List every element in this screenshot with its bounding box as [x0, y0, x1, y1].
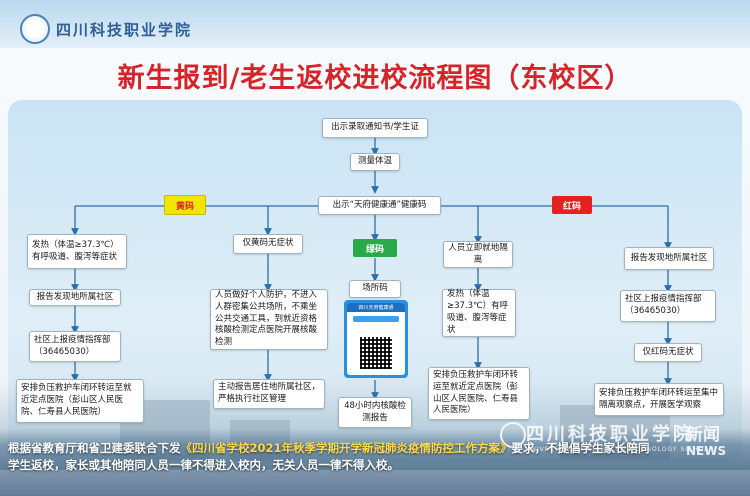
- school-watermark: 四川科技职业学院 UNIVERSITY OF SCIENCE&TECHNOLOG…: [500, 420, 745, 476]
- school-seal-icon: [20, 14, 50, 44]
- red-immediate-isolation: 人员立即就地隔离: [443, 241, 513, 268]
- yellow-report-residence: 主动报告居住地所属社区，严格执行社区管理: [213, 379, 325, 409]
- footer-document-title: 《四川省学校2021年秋季学期开学新冠肺炎疫情防控工作方案》: [180, 441, 512, 455]
- step-show-admission: 出示录取通知书/学生证: [322, 118, 428, 138]
- footer-band: [0, 428, 750, 496]
- venue-qr-card: 四川天府健康通: [344, 300, 408, 378]
- yellow-community-report-hq: 社区上报疫情指挥部（36465030）: [29, 331, 121, 362]
- red-ambulance-quarantine: 安排负压救护车闭环转运至集中隔离观察点，开展医学观察: [594, 383, 724, 416]
- green-code-tag: 绿码: [353, 239, 397, 257]
- qr-header-text: 四川天府健康通: [358, 305, 394, 311]
- page-title: 新生报到/老生返校进校流程图（东校区）: [117, 63, 633, 94]
- yellow-ambulance-transfer: 安排负压救护车闭环转运至就近定点医院（彭山区人民医院、仁寿县人民医院）: [16, 379, 144, 423]
- yellow-self-protection: 人员做好个人防护，不进入人群密集公共场所，不乘坐公共交通工具，到就近资格核酸检测…: [210, 289, 328, 350]
- watermark-news: 新闻: [686, 425, 720, 445]
- red-report-community: 报告发现地所属社区: [624, 247, 714, 270]
- footer-line1-suffix: 要求，不提倡学生家长陪同: [511, 441, 650, 455]
- green-venue-code-label: 场所码: [349, 280, 401, 298]
- yellow-no-symptom: 仅黄码无症状: [233, 234, 303, 254]
- watermark-seal-icon: [500, 422, 526, 448]
- red-no-symptom: 仅红码无症状: [634, 343, 702, 362]
- footer-line2: 学生返校，家长或其他陪同人员一律不得进入校内，无关人员一律不得入校。: [8, 457, 399, 472]
- red-code-tag: 红码: [552, 196, 592, 214]
- watermark-name: 四川科技职业学院: [526, 424, 694, 445]
- footer-notice: 根据省教育厅和省卫建委联合下发《四川省学校2021年秋季学期开学新冠肺炎疫情防控…: [8, 440, 744, 473]
- header-band: [0, 0, 750, 48]
- step-health-code: 出示“天府健康通”健康码: [318, 196, 441, 215]
- watermark-english: UNIVERSITY OF SCIENCE&TECHNOLOGY SICHUAN: [526, 446, 715, 453]
- yellow-report-community: 报告发现地所属社区: [29, 289, 121, 306]
- red-fever-symptoms: 发热（体温≥37.3℃）有呼吸道、腹泻等症状: [442, 289, 516, 337]
- yellow-code-tag: 黄码: [164, 195, 206, 215]
- school-logo-name: 四川科技职业学院: [56, 20, 193, 39]
- red-community-report-hq: 社区上报疫情指挥部（36465030）: [620, 290, 716, 322]
- red-ambulance-transfer: 安排负压救护车闭环转运至就近定点医院（彭山区人民医院、仁寿县人民医院）: [428, 367, 530, 420]
- yellow-fever-symptoms: 发热（体温≥37.3℃）有呼吸道、腹泻等症状: [27, 234, 127, 269]
- school-logo: 四川科技职业学院: [20, 14, 192, 44]
- footer-line1-prefix: 根据省教育厅和省卫建委联合下发: [8, 441, 181, 455]
- qr-code-icon: [360, 337, 392, 369]
- watermark-news-en: NEWS: [686, 444, 727, 458]
- green-nucleic-test-report: 48小时内核酸检测报告: [338, 397, 412, 428]
- step-measure-temp: 测量体温: [350, 153, 400, 171]
